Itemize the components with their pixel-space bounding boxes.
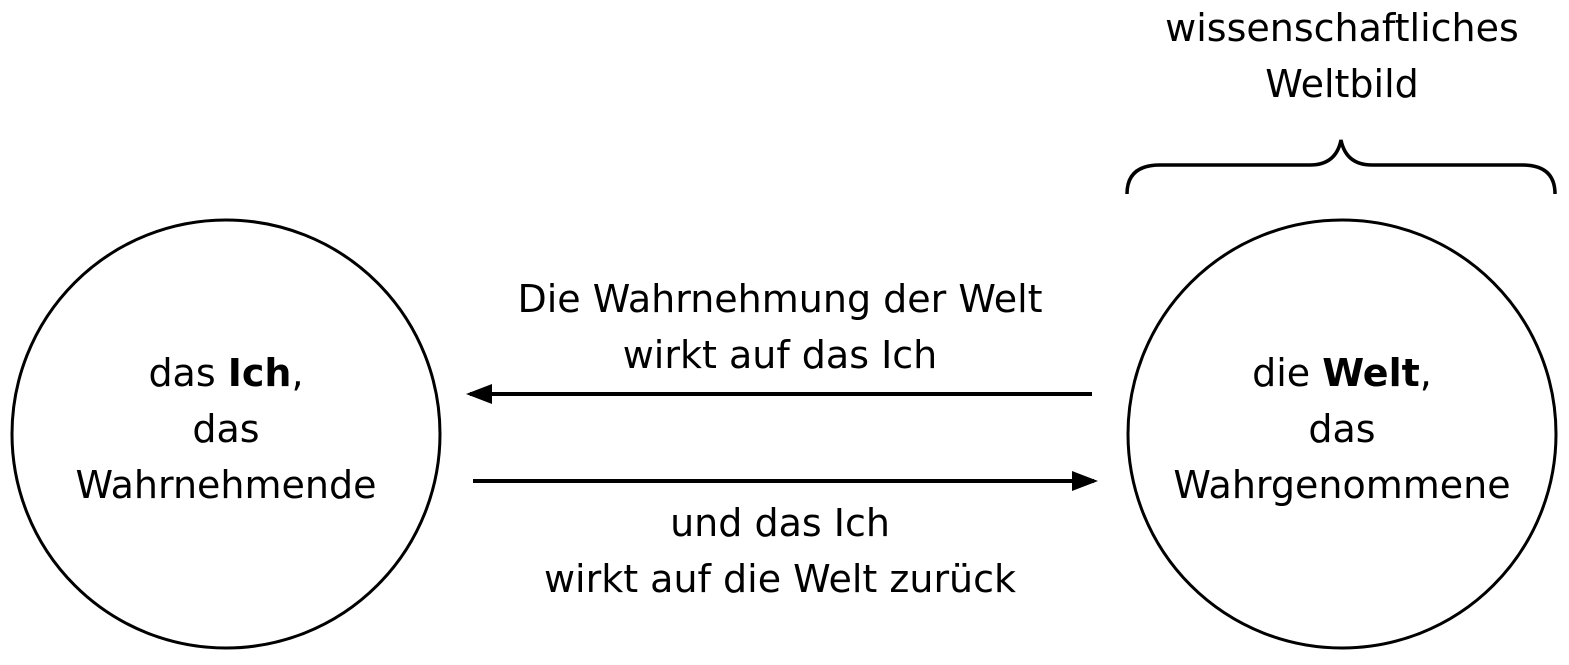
arrow-to-ich-line1: Die Wahrnehmung der Welt <box>517 277 1043 321</box>
arrow-to-welt-line2: wirkt auf die Welt zurück <box>543 557 1017 601</box>
ich-line3: Wahrnehmende <box>75 463 377 507</box>
arrowhead-left <box>466 384 492 404</box>
welt-suffix: , <box>1419 351 1432 395</box>
arrowhead-right <box>1072 471 1098 491</box>
science-line2: Weltbild <box>1265 62 1419 106</box>
arrow-to-welt-line1: und das Ich <box>670 501 890 545</box>
arrow-to-ich-label: Die Wahrnehmung der Welt wirkt auf das I… <box>470 271 1090 383</box>
welt-line3: Wahrgenommene <box>1173 463 1511 507</box>
curly-brace <box>1125 139 1557 195</box>
welt-bold: Welt <box>1322 351 1420 395</box>
welt-circle <box>1126 218 1558 650</box>
welt-label: die Welt, das Wahrgenommene <box>1128 345 1556 513</box>
science-worldview-label: wissenschaftliches Weltbild <box>1126 0 1558 112</box>
ich-suffix: , <box>291 351 304 395</box>
science-line1: wissenschaftliches <box>1165 6 1519 50</box>
ich-prefix: das <box>148 351 228 395</box>
welt-line2: das <box>1308 407 1376 451</box>
ich-label: das Ich, das Wahrnehmende <box>12 345 440 513</box>
arrow-to-welt-label: und das Ich wirkt auf die Welt zurück <box>470 495 1090 607</box>
ich-line2: das <box>192 407 260 451</box>
welt-prefix: die <box>1252 351 1323 395</box>
ich-circle <box>10 218 442 650</box>
arrow-to-ich-line2: wirkt auf das Ich <box>622 333 938 377</box>
ich-bold: Ich <box>227 351 292 395</box>
